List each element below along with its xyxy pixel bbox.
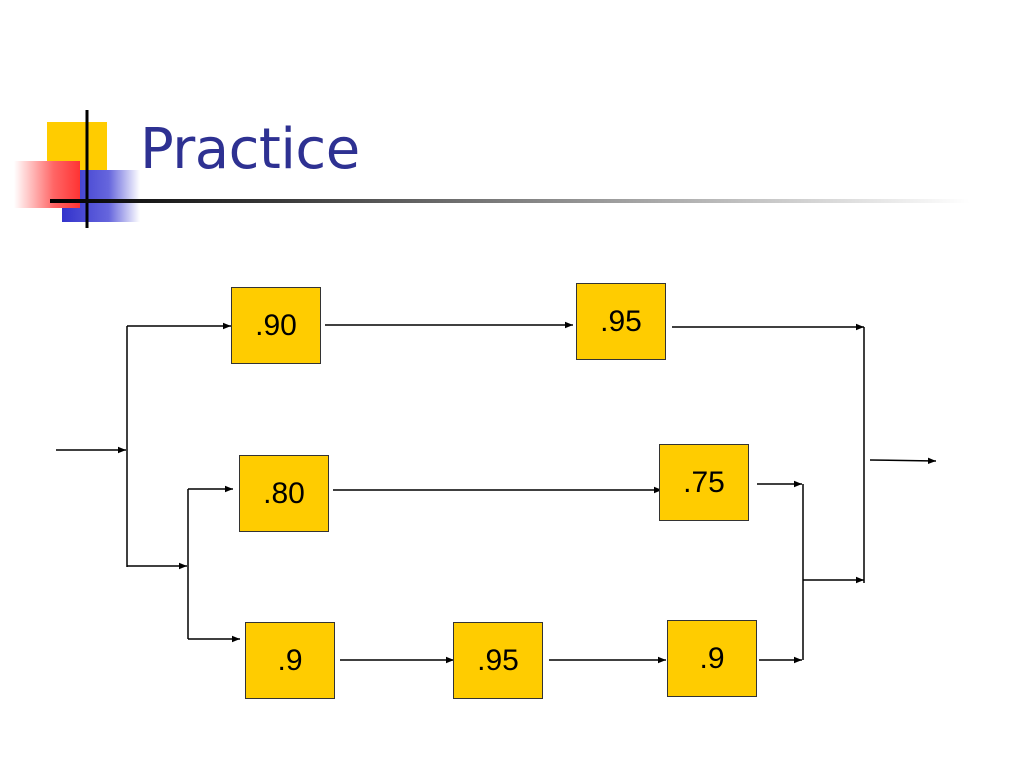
component-box-bot-2: .95 bbox=[453, 622, 543, 699]
component-box-top-1: .90 bbox=[231, 287, 321, 364]
component-box-bot-3: .9 bbox=[667, 620, 757, 697]
slide-title: Practice bbox=[140, 117, 360, 182]
component-box-top-2: .95 bbox=[576, 283, 666, 360]
component-box-mid-1: .80 bbox=[239, 455, 329, 532]
component-box-mid-2: .75 bbox=[659, 444, 749, 521]
component-box-bot-1: .9 bbox=[245, 622, 335, 699]
decorative-logo bbox=[14, 110, 140, 228]
title-underline bbox=[50, 199, 970, 203]
output-arrow bbox=[869, 457, 937, 465]
